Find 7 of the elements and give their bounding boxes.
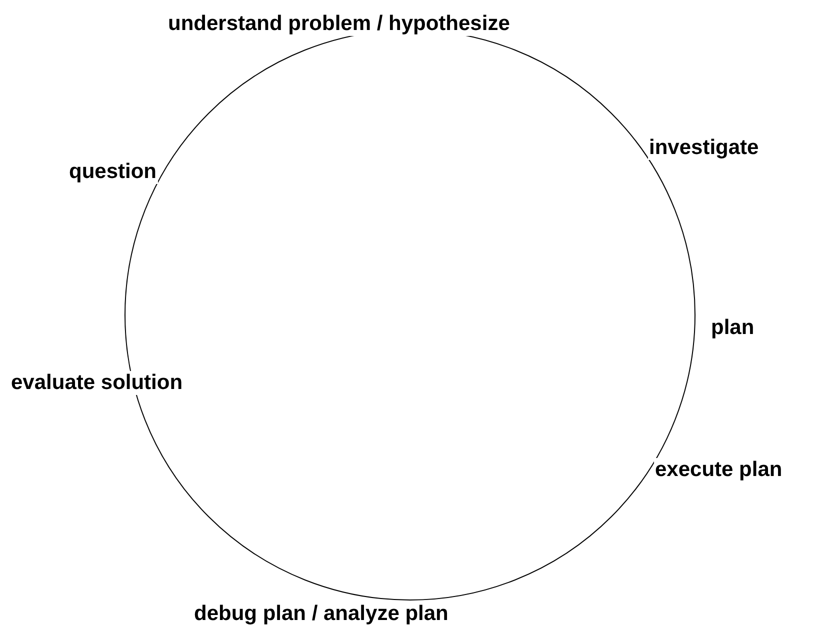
stage-label: execute plan [654, 458, 784, 482]
stage-label: plan [710, 316, 756, 340]
stage-label: question [68, 160, 158, 184]
stage-label: investigate [648, 136, 760, 160]
stage-label: debug plan / analyze plan [193, 602, 450, 626]
stage-label: evaluate solution [10, 371, 184, 395]
stage-label: understand problem / hypothesize [167, 12, 511, 36]
